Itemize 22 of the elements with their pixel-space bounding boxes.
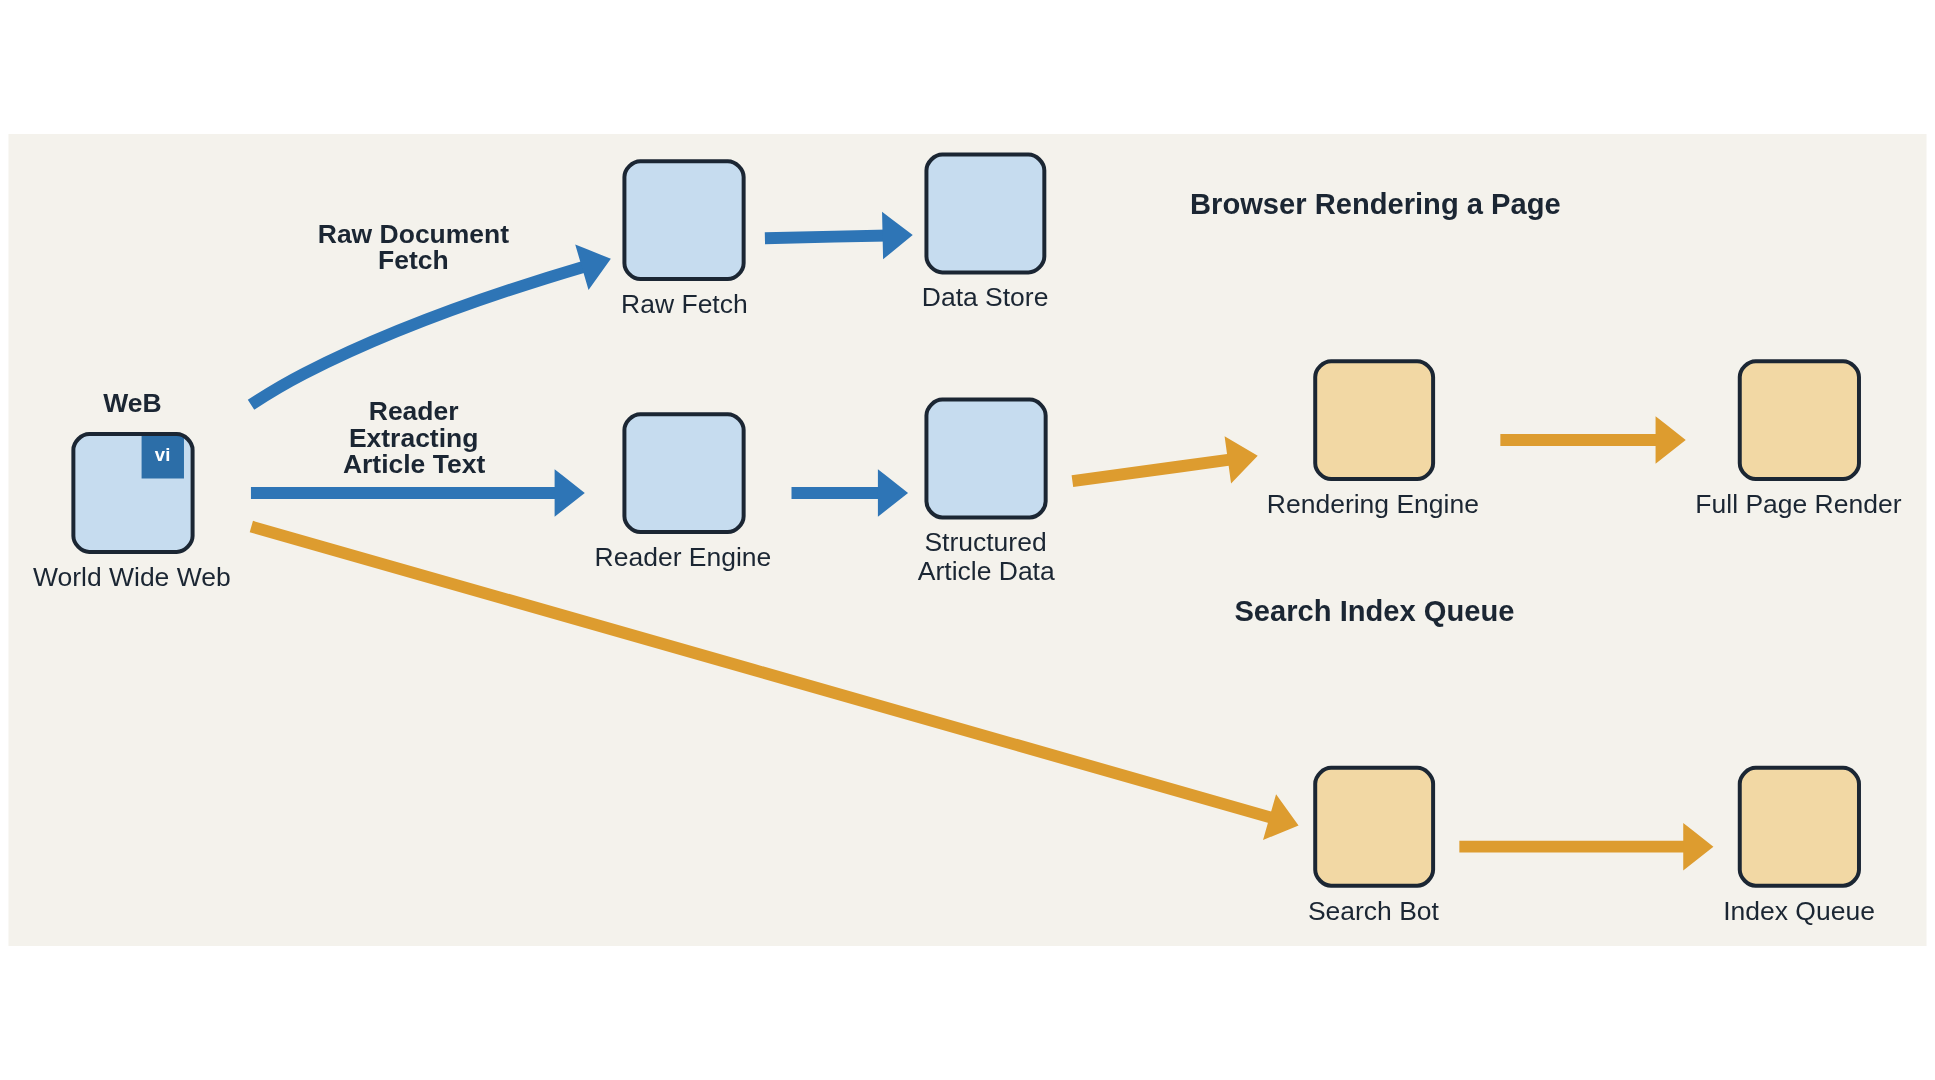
arrow (249, 520, 1299, 840)
label: Search Index Queue (1234, 594, 1515, 627)
arrow (247, 244, 611, 410)
arrow (250, 469, 585, 517)
arrow (1071, 436, 1258, 488)
node-label: WeB (103, 388, 162, 419)
arrow (1500, 416, 1686, 464)
node-label: Index Queue (1723, 895, 1875, 926)
node-label: Rendering Engine (1266, 488, 1479, 519)
node-label: World Wide Web (32, 561, 231, 592)
node-label: Search Bot (1307, 895, 1439, 926)
edge-label: Reader Extracting Article Text (342, 396, 486, 480)
arrow (764, 211, 913, 260)
node-label: Data Store (921, 282, 1049, 313)
node-label: Raw Fetch (621, 288, 748, 319)
node-label: Full Page Render (1695, 488, 1902, 519)
arrow (1459, 822, 1714, 871)
edge-label: Raw Document Fetch (317, 218, 510, 276)
label: Browser Rendering a Page (1190, 188, 1561, 221)
arrow (791, 469, 909, 517)
node-label: Structured Article Data (917, 527, 1055, 587)
node-label: Reader Engine (594, 541, 772, 572)
